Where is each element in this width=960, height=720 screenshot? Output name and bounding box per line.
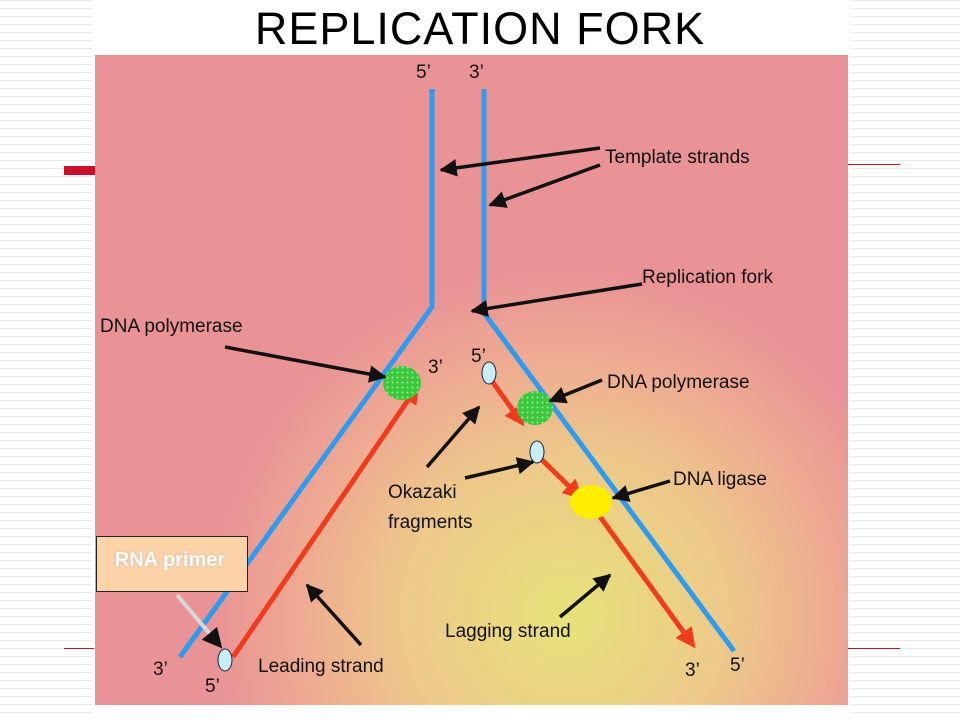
accent-rule-bottom-left — [64, 648, 94, 649]
accent-rule-bottom-right — [848, 648, 900, 649]
rna-primer-callout-box — [96, 536, 248, 592]
end-label-bottom-right-3: 3’ — [685, 660, 700, 681]
label-dna-ligase: DNA ligase — [673, 469, 767, 490]
end-label-bottom-left-3: 3’ — [153, 659, 168, 680]
accent-rule-top-right — [848, 164, 900, 165]
arrow-replication-fork — [470, 282, 643, 318]
arrow-leading-strand — [305, 583, 363, 647]
leading-strand-new — [230, 383, 420, 659]
end-label-polymerase-left: 3’ — [428, 357, 443, 378]
template-strand-left — [177, 89, 435, 659]
dna-polymerase-right — [517, 391, 553, 425]
label-leading-strand: Leading strand — [258, 656, 384, 677]
end-label-bottom-left-5: 5’ — [205, 676, 220, 697]
okazaki-fragment-1 — [486, 375, 525, 427]
arrow-polymerase-right — [548, 378, 603, 404]
dna-ligase — [570, 485, 612, 519]
arrow-lagging-strand — [558, 573, 612, 619]
end-label-lagging-start: 5’ — [471, 346, 486, 367]
end-label-bottom-right-5: 5’ — [730, 655, 745, 676]
template-strand-right — [481, 89, 737, 653]
label-dna-polymerase-left: DNA polymerase — [100, 316, 243, 337]
label-replication-fork: Replication fork — [642, 267, 773, 288]
slide-title: REPLICATION FORK — [254, 3, 706, 54]
arrow-okazaki-1 — [425, 405, 481, 469]
label-dna-polymerase-right: DNA polymerase — [607, 372, 750, 393]
dna-polymerase-left — [383, 366, 421, 400]
replication-fork-diagram: Template strands Replication fork DNA po… — [95, 55, 848, 705]
rna-primer-marker-lagging-2 — [529, 440, 545, 464]
rna-primer-marker-lagging-1 — [481, 361, 497, 385]
end-label-top-right: 3’ — [469, 62, 484, 83]
arrow-polymerase-left — [224, 345, 387, 383]
arrow-rna-primer — [175, 593, 223, 649]
rna-primer-marker-leading — [217, 648, 233, 672]
label-okazaki-line2: fragments — [388, 512, 472, 533]
arrow-ligase — [611, 479, 671, 502]
diagram-canvas: Template strands Replication fork DNA po… — [100, 62, 773, 697]
arrow-okazaki-2 — [464, 457, 535, 480]
arrow-template-right — [488, 163, 601, 208]
rna-primer-callout-label: RNA primer — [114, 549, 226, 571]
label-okazaki-line1: Okazaki — [388, 482, 457, 503]
okazaki-fragment-2 — [535, 453, 583, 500]
end-label-top-left: 5’ — [416, 62, 431, 83]
okazaki-fragment-3 — [590, 505, 696, 649]
label-lagging-strand: Lagging strand — [445, 621, 571, 642]
label-template-strands: Template strands — [605, 147, 750, 168]
title-accent-bar — [64, 166, 98, 175]
arrow-template-left — [439, 146, 601, 177]
pointer-arrows — [224, 146, 671, 647]
